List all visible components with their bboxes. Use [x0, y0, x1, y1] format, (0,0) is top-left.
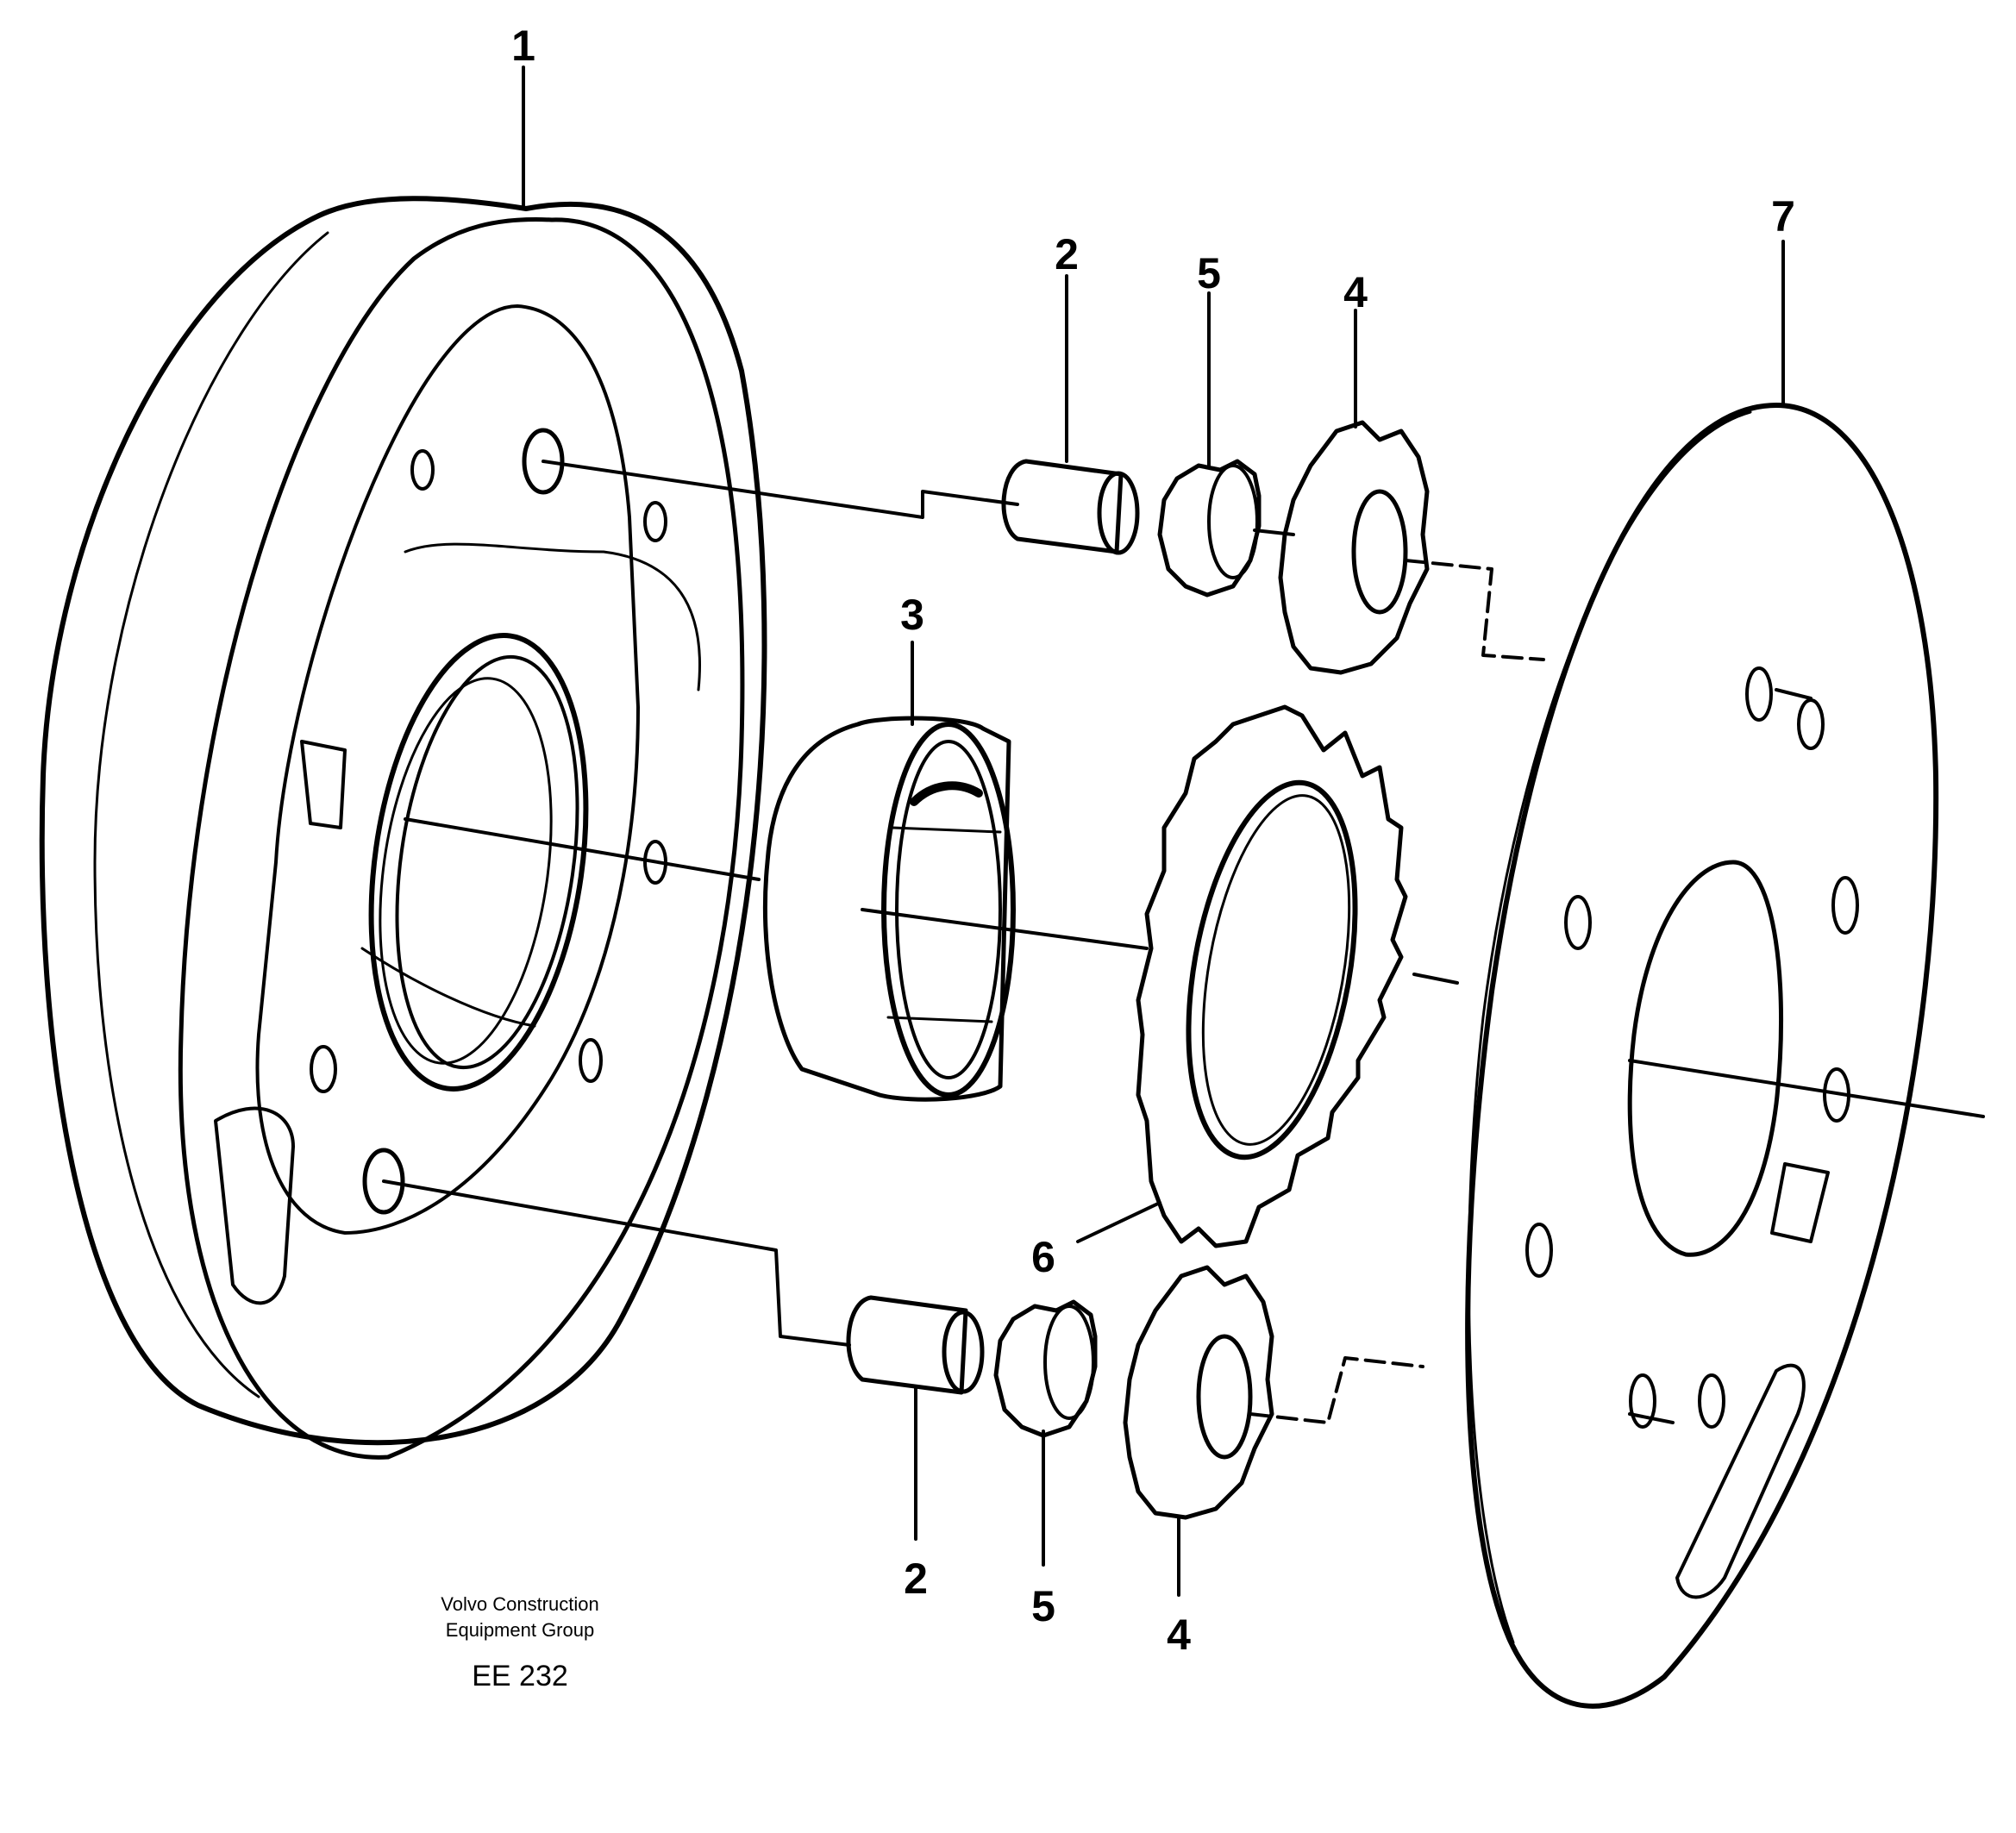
callout-5-top: 5 [1197, 249, 1221, 297]
small-gear-part-5-top [1157, 459, 1262, 597]
leader-lines [522, 66, 1785, 1597]
callout-5-bottom: 5 [1031, 1582, 1055, 1630]
callout-7: 7 [1771, 192, 1795, 241]
housing-part-1 [39, 196, 767, 1460]
caption-line-1: Volvo Construction [441, 1593, 598, 1615]
assembly-lines [382, 460, 1985, 1424]
callout-4-bottom: 4 [1167, 1611, 1191, 1659]
callout-2-top: 2 [1055, 230, 1079, 278]
gear-part-4-top [1278, 420, 1430, 675]
callout-6: 6 [1031, 1233, 1055, 1281]
drawing-code: EE 232 [472, 1660, 568, 1692]
callout-labels: 1 2 5 4 7 3 6 2 5 4 [511, 22, 1795, 1659]
callout-2-bottom: 2 [904, 1555, 928, 1603]
pin-part-2-top [1001, 459, 1140, 555]
callout-4-top: 4 [1343, 268, 1368, 316]
gear-part-4-bottom [1123, 1265, 1274, 1520]
callout-3: 3 [900, 591, 924, 639]
pin-part-2-bottom [846, 1295, 985, 1395]
bearing-part-3 [762, 716, 1016, 1102]
caption-line-2: Equipment Group [446, 1619, 594, 1641]
callout-1: 1 [511, 22, 535, 70]
ring-gear-part-6 [1136, 704, 1408, 1248]
caption-block: Volvo Construction Equipment Group EE 23… [441, 1593, 598, 1692]
cover-plate-part-7 [1465, 403, 1939, 1709]
small-gear-part-5-bottom [993, 1299, 1098, 1438]
